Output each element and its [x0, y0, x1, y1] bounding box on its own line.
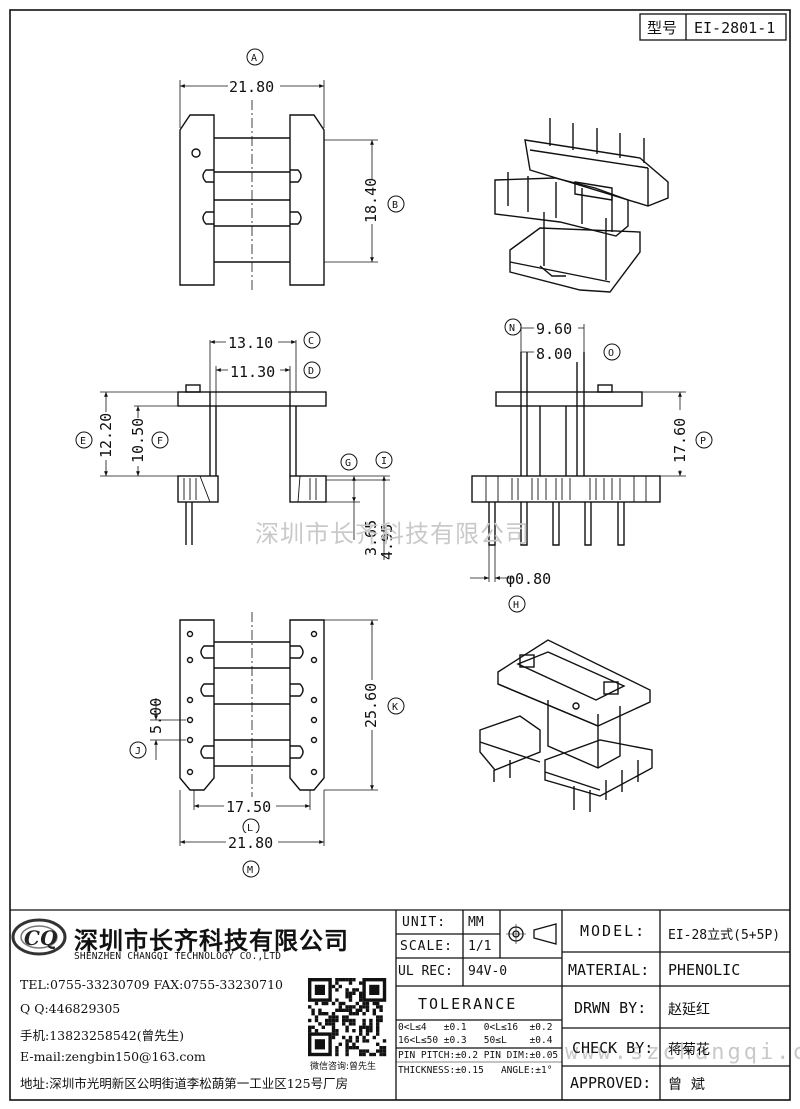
unit-label: UNIT:	[402, 915, 447, 930]
check-value: 蒋菊花	[668, 1042, 710, 1058]
dim-l: 17.50	[226, 798, 271, 816]
dim-e: 12.20	[97, 413, 115, 458]
scale-label: SCALE:	[400, 939, 453, 954]
approved-value: 曾 斌	[668, 1077, 705, 1093]
company-tel: TEL:0755-33230709 FAX:0755-33230710	[20, 977, 283, 992]
title-block-grid	[10, 909, 790, 1100]
qr-caption: 微信咨询:曾先生	[310, 1062, 377, 1072]
tolerance-row-1: 0<L≤4 ±0.1 0<L≤16 ±0.2	[398, 1022, 553, 1033]
tolerance-row-2: 16<L≤50 ±0.3 50≤L ±0.4	[398, 1035, 553, 1046]
label-h: H	[513, 600, 519, 611]
dim-o: 8.00	[536, 345, 572, 363]
watermark-url: www.szchangqi.cn	[565, 1040, 800, 1065]
dim-top-width: 21.80	[229, 78, 274, 96]
top-view	[179, 48, 405, 290]
sheet-border	[9, 9, 791, 1101]
company-qq: Q Q:446829305	[20, 1001, 121, 1016]
dim-j: 5.00	[147, 698, 165, 734]
label-a: A	[251, 53, 257, 64]
drawn-value: 赵延红	[668, 1002, 710, 1018]
front-view	[470, 318, 713, 613]
label-c: C	[308, 336, 314, 347]
company-name-en: SHENZHEN CHANGQI TECHNOLOGY CO.,LTD	[74, 951, 282, 962]
label-b: B	[392, 200, 398, 211]
label-n: N	[509, 323, 515, 334]
label-k: K	[392, 702, 398, 713]
material-value: PHENOLIC	[668, 961, 741, 979]
label-i: I	[381, 456, 387, 467]
tolerance-row-4: THICKNESS:±0.15 ANGLE:±1°	[398, 1065, 553, 1076]
ulrec-label: UL REC:	[398, 964, 453, 979]
iso-view-bottom	[479, 639, 653, 812]
label-p: P	[700, 436, 706, 447]
dim-pin: φ0.80	[506, 570, 551, 588]
unit-value: MM	[468, 915, 484, 930]
logo-text: CQ	[24, 926, 58, 950]
side-view	[75, 331, 393, 560]
dim-p: 17.60	[671, 418, 689, 463]
approved-label: APPROVED:	[570, 1074, 652, 1092]
model-label: MODEL:	[580, 922, 647, 940]
qr-code	[306, 976, 389, 1059]
label-m: M	[247, 865, 253, 876]
dim-top-height: 18.40	[362, 178, 380, 223]
dim-n: 9.60	[536, 320, 572, 338]
dim-f: 10.50	[129, 418, 147, 463]
company-address: 地址:深圳市光明新区公明街道李松蓢第一工业区125号厂房	[20, 1076, 349, 1091]
dim-d: 11.30	[230, 363, 275, 381]
dim-m: 21.80	[228, 834, 273, 852]
tolerance-title: TOLERANCE	[418, 995, 518, 1013]
label-o: O	[608, 348, 614, 359]
company-email[interactable]: E-mail:zengbin150@163.com	[20, 1049, 206, 1064]
label-l: L	[247, 823, 253, 834]
company-name-cn: 深圳市长齐科技有限公司	[74, 927, 349, 955]
scale-value: 1/1	[468, 939, 492, 954]
dim-g: 3.65	[362, 520, 380, 556]
company-logo: CQ	[11, 918, 67, 956]
check-label: CHECK BY:	[572, 1039, 654, 1057]
label-f: F	[157, 436, 163, 447]
model-box-value: EI-2801-1	[694, 19, 775, 37]
company-mobile: 手机:13823258542(曾先生)	[20, 1028, 184, 1043]
watermark: 深圳市长齐科技有限公司	[255, 520, 530, 548]
label-d: D	[308, 366, 314, 377]
label-g: G	[345, 458, 351, 469]
model-box: 型号 EI-2801-1	[639, 13, 787, 41]
label-j: J	[135, 746, 141, 757]
model-box-label: 型号	[647, 19, 677, 37]
iso-view-top	[494, 118, 669, 293]
tolerance-row-3: PIN PITCH:±0.2 PIN DIM:±0.05	[398, 1050, 559, 1061]
ulrec-value: 94V-0	[468, 964, 508, 979]
material-label: MATERIAL:	[568, 961, 650, 979]
model-value: EI-28立式(5+5P)	[668, 928, 781, 943]
bottom-view	[129, 612, 405, 878]
dim-c: 13.10	[228, 334, 273, 352]
label-e: E	[80, 436, 86, 447]
drawn-label: DRWN BY:	[574, 999, 647, 1017]
dim-i: 4.95	[378, 524, 396, 560]
dim-k: 25.60	[362, 683, 380, 728]
